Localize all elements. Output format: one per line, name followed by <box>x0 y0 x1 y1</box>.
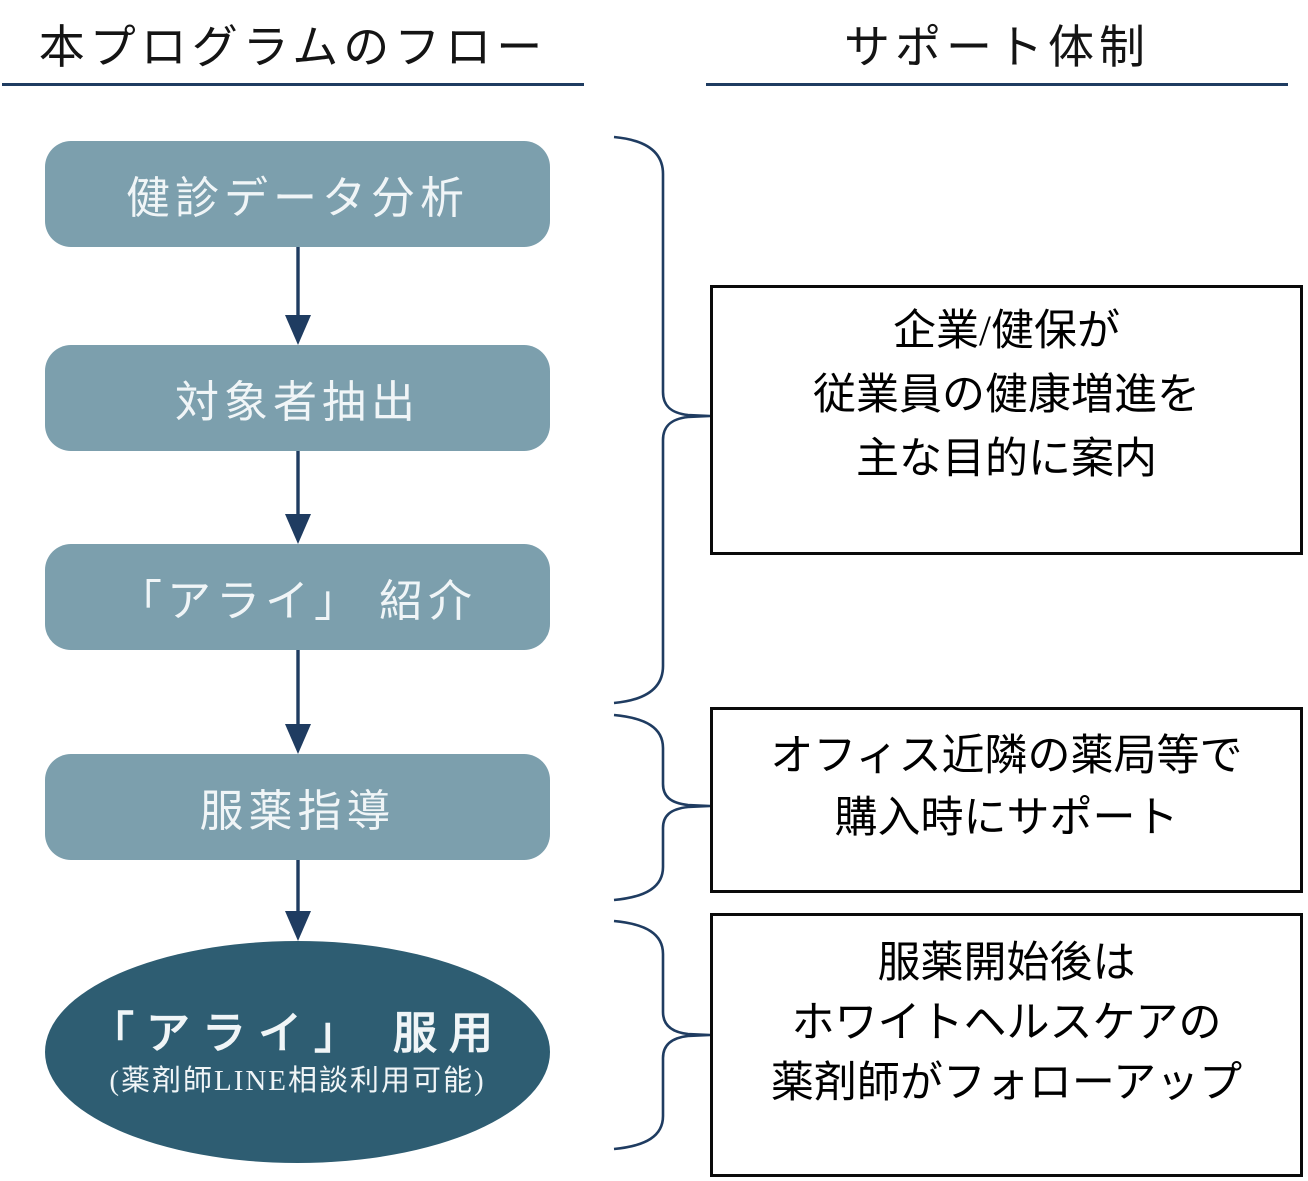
flow-final-alli-intake: 「アライ」 服用 (薬剤師LINE相談利用可能) <box>45 941 550 1163</box>
flow-step-medication-guidance: 服薬指導 <box>45 754 550 860</box>
down-arrow-icon <box>285 247 311 345</box>
support-note-line: 購入時にサポート <box>834 795 1179 842</box>
flow-final-label: 「アライ」 服用 <box>90 1009 505 1058</box>
flow-final-sublabel: (薬剤師LINE相談利用可能) <box>109 1065 486 1097</box>
down-arrow-icon <box>285 650 311 754</box>
support-note-line: 従業員の健康増進を <box>813 372 1200 419</box>
support-note-followup: 服薬開始後は ホワイトヘルスケアの 薬剤師がフォローアップ <box>710 913 1303 1177</box>
support-note-line: オフィス近隣の薬局等で <box>770 733 1243 780</box>
support-system-heading: サポート体制 <box>706 12 1288 86</box>
flow-step-alli-introduction: 「アライ」 紹介 <box>45 544 550 650</box>
support-note-line: ホワイトヘルスケアの <box>791 1000 1222 1047</box>
down-arrow-icon <box>285 451 311 544</box>
support-note-line: 企業/健保が <box>893 308 1120 355</box>
flow-step-target-extraction: 対象者抽出 <box>45 345 550 451</box>
curly-brace-icon <box>613 135 711 705</box>
flow-step-label: 「アライ」 紹介 <box>118 577 477 626</box>
flow-step-data-analysis: 健診データ分析 <box>45 141 550 247</box>
down-arrow-icon <box>285 860 311 941</box>
curly-brace-icon <box>613 713 711 902</box>
flow-step-label: 対象者抽出 <box>175 378 420 427</box>
program-flow-heading: 本プログラムのフロー <box>2 12 584 86</box>
support-note-line: 薬剤師がフォローアップ <box>770 1060 1243 1107</box>
support-note-pharmacy: オフィス近隣の薬局等で 購入時にサポート <box>710 707 1303 893</box>
support-note-guidance: 企業/健保が 従業員の健康増進を 主な目的に案内 <box>710 285 1303 555</box>
support-note-line: 主な目的に案内 <box>856 436 1157 483</box>
curly-brace-icon <box>613 919 711 1151</box>
program-flow-heading-label: 本プログラムのフロー <box>38 22 548 73</box>
support-system-heading-label: サポート体制 <box>844 22 1150 73</box>
support-note-line: 服薬開始後は <box>877 940 1136 987</box>
flow-step-label: 服薬指導 <box>199 787 396 836</box>
flow-step-label: 健診データ分析 <box>126 174 469 223</box>
